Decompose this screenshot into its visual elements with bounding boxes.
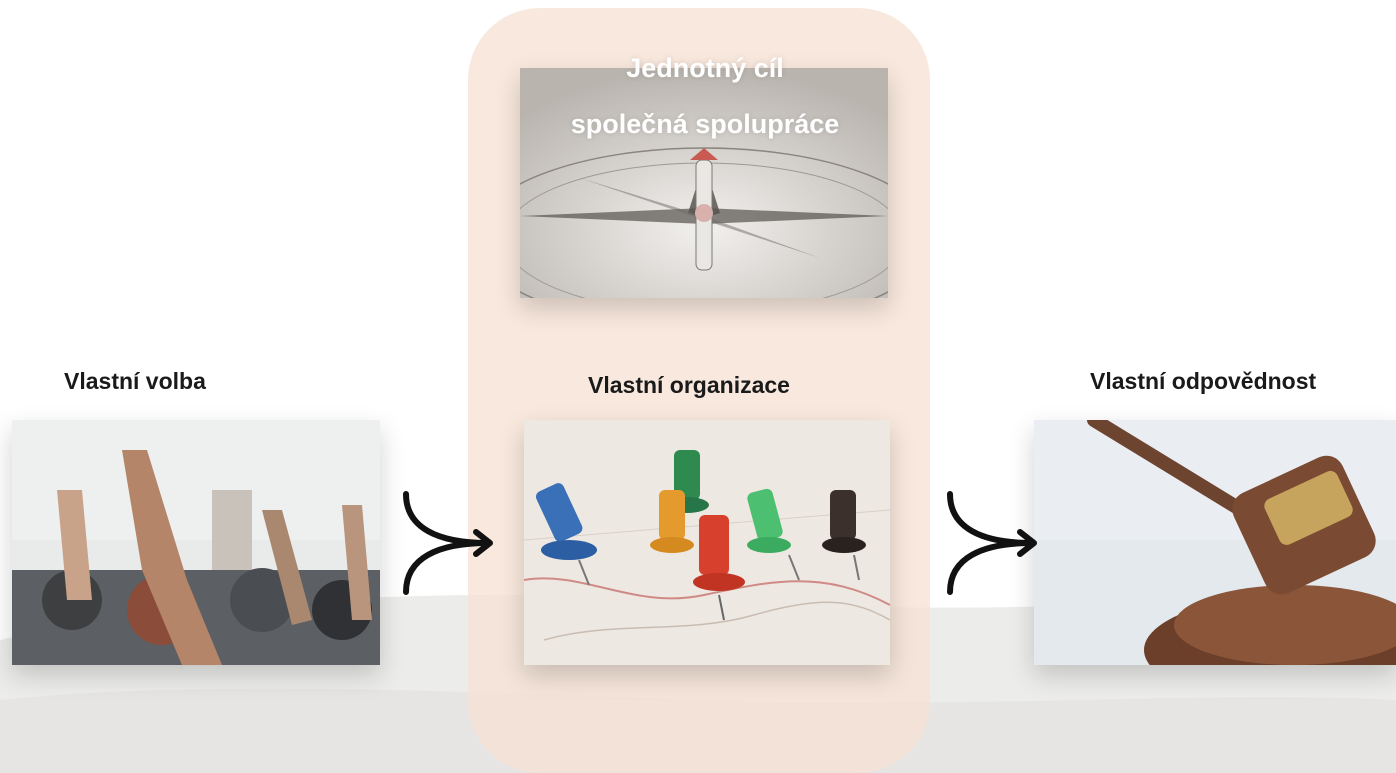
map-pushpins-photo <box>524 420 890 665</box>
unified-goal-title-line1: Jednotný cíl <box>626 53 784 83</box>
step-label-own-choice: Vlastní volba <box>64 368 206 394</box>
raised-hands-photo <box>12 420 380 665</box>
arrow-merge-icon <box>403 491 493 595</box>
step-label-own-responsibility: Vlastní odpovědnost <box>1090 368 1317 394</box>
step-label-own-organization: Vlastní organizace <box>588 372 790 398</box>
arrow-merge-icon <box>947 491 1037 595</box>
unified-goal-title-line2: společná spolupráce <box>570 109 840 139</box>
compass-photo <box>520 68 888 298</box>
judge-gavel-photo <box>1034 420 1396 665</box>
